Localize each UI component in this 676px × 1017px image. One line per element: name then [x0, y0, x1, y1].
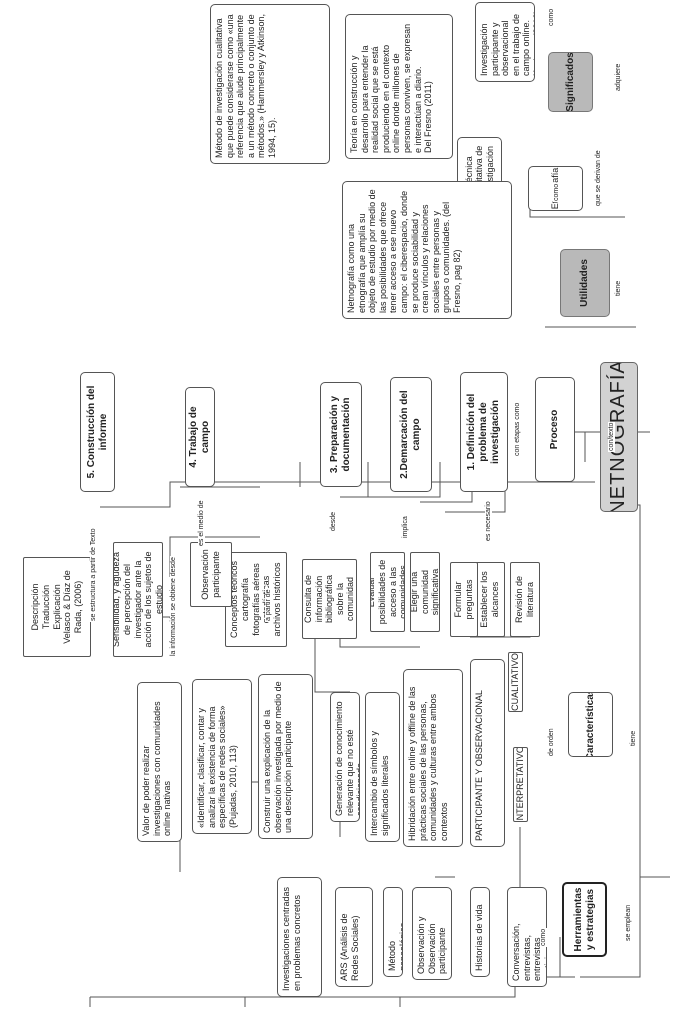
label-de-orden: de orden — [548, 727, 555, 757]
historias-node: Historias de vida — [470, 887, 490, 977]
evaluar-node: Evaluar posibilidades de acceso a las co… — [370, 552, 405, 632]
stage-3[interactable]: 3. Preparación y documentación — [320, 382, 362, 487]
identificar-node: «Identificar, clasificar, contar y anali… — [192, 679, 252, 834]
label-tiene: tiene — [615, 279, 622, 297]
def-netnografia: Investigación participante y observacion… — [475, 2, 535, 82]
observacion-tool-node: Observación y Observación participante — [412, 887, 452, 980]
label-se-estructura: se estructura a partir de Texto — [90, 527, 97, 622]
generacion-node: Generación de conocimiento relevante que… — [330, 692, 360, 822]
construir-node: Construir una explicación de la observac… — [258, 674, 313, 839]
label-con-etapas: con etapas como — [514, 401, 521, 457]
stage-5[interactable]: 5. Construcción del informe — [80, 372, 115, 492]
metodo-node: Método genealógico — [383, 887, 403, 977]
descripcion-node: Descripción Traducción Explicación Velas… — [23, 557, 91, 657]
label-tiene2: tiene — [630, 729, 637, 747]
label-se-emplean: se emplean — [625, 903, 632, 942]
sensibilidad-node: Sensibilidad, y agudeza de percepción de… — [113, 542, 163, 657]
label-a-partir: a partir de — [265, 588, 272, 622]
caracteristicas-node[interactable]: Características — [568, 692, 613, 757]
label-desde: desde — [330, 510, 337, 532]
interpretativo-node: INTERPRETATIVO — [513, 747, 528, 822]
stage-2[interactable]: 2.Demarcación del campo — [390, 377, 432, 492]
central-node[interactable]: NETNOGRAFÍA — [600, 362, 638, 512]
label-contexto: con/texto — [608, 421, 615, 452]
cualitativo-node: CUALITATIVO — [508, 652, 523, 712]
significados-node[interactable]: Significados — [548, 52, 593, 112]
ars-node: ARS (Análisis de Redes Sociales) — [335, 887, 373, 987]
label-es-necesario: es necesario — [485, 500, 492, 542]
label-adquiere: adquiere — [615, 62, 622, 92]
valor-node: Valor de poder realizar investigaciones … — [137, 682, 182, 842]
label-info-obtiene: la información se obtiene desde — [170, 556, 177, 657]
label-que-se-derivan: que se derivan de — [595, 149, 602, 207]
hibridacion-node: Hibridación entre online y offline de la… — [403, 669, 463, 847]
label-como: como — [548, 7, 555, 27]
observacion-node: Observación participante — [190, 542, 232, 607]
elegir-node: Elegir una comunidad significativa — [410, 552, 440, 632]
participante-node: PARTICIPANTE Y OBSERVACIONAL — [470, 659, 505, 847]
stage-4[interactable]: 4. Trabajo de campo — [185, 387, 215, 487]
investigaciones-node: Investigaciones centradas en problemas c… — [277, 877, 322, 997]
alcances-node: Establecer los alcances — [475, 562, 505, 637]
revision-node: Revisión de literatura — [510, 562, 540, 637]
def-del-fresno: Teoría en construcción y desarrollo para… — [345, 14, 453, 159]
utilidades-text: Netnografía como una etnografía que ampl… — [342, 181, 512, 319]
stage-1[interactable]: 1. Definición del problema de investigac… — [460, 372, 508, 492]
proceso-node[interactable]: Proceso — [535, 377, 575, 482]
def-etnografia: Método de investigación cualitativa que … — [210, 4, 330, 164]
preguntas-node: Formular preguntas — [450, 562, 478, 637]
label-como2: como — [553, 182, 560, 202]
utilidades-node[interactable]: Utilidades — [560, 249, 610, 317]
intercambio-node: Intercambio de símbolos y significados l… — [365, 692, 400, 842]
consulta-node: Consulta de información bibliográfica so… — [302, 559, 357, 639]
label-como3: como — [540, 927, 547, 947]
conceptos-node: Conceptos teóricos cartografía fotografí… — [225, 552, 287, 647]
label-implica: implica — [402, 515, 409, 539]
label-es-el-medio: es el medio de — [198, 499, 205, 547]
herramientas-node[interactable]: Herramientas y estrategias — [562, 882, 607, 957]
